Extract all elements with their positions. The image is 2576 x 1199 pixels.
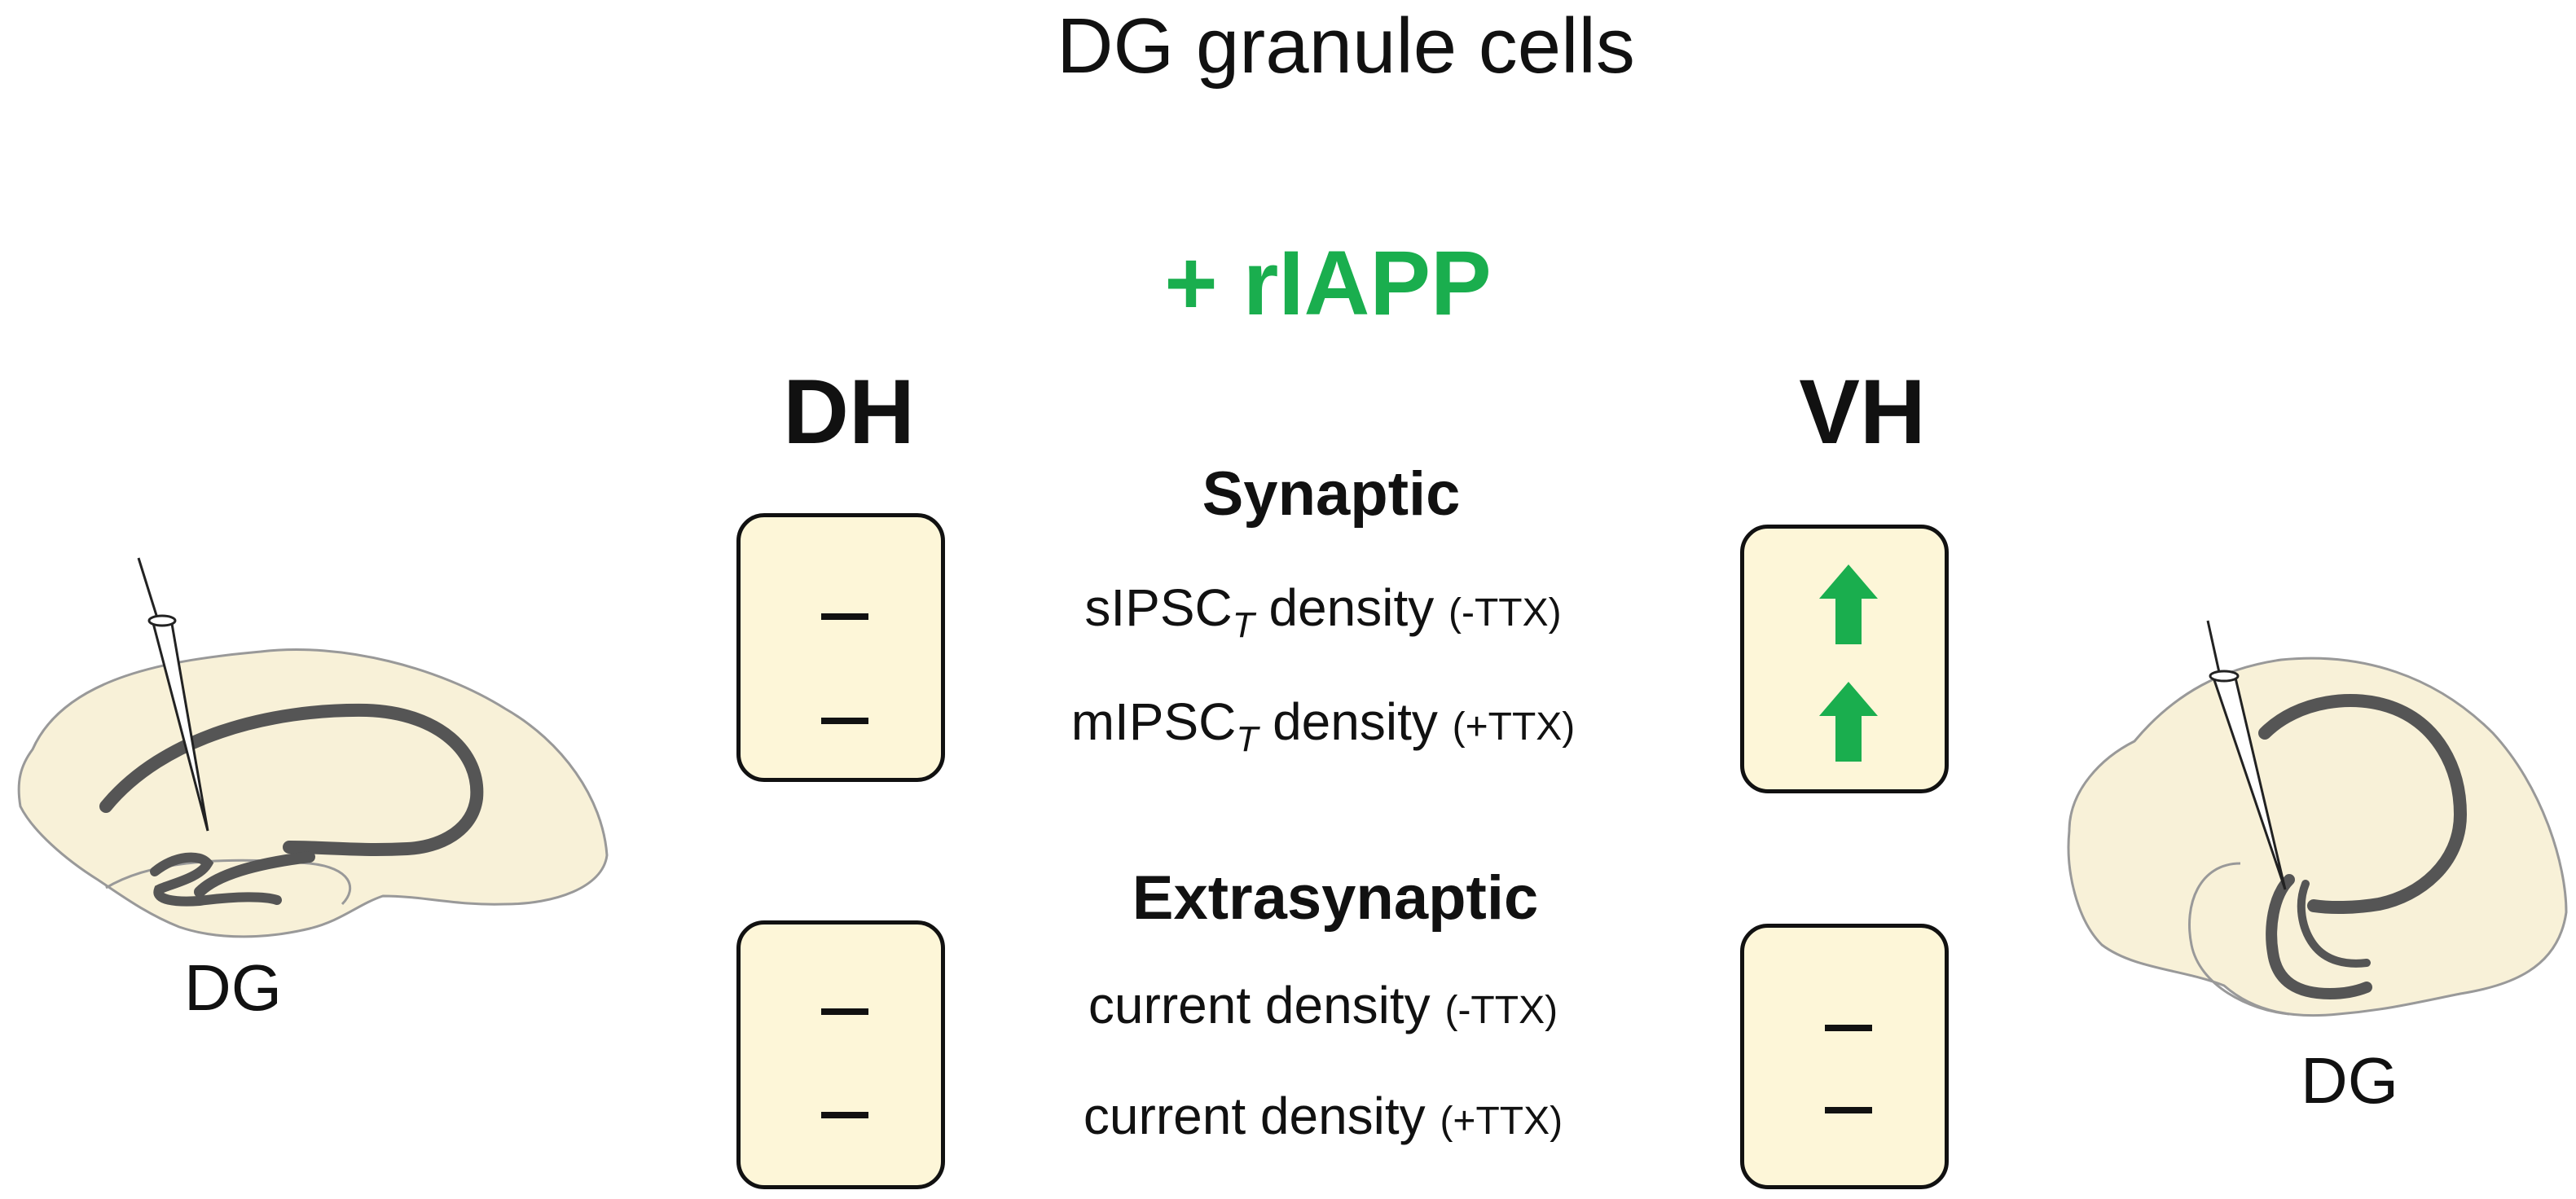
dash-icon xyxy=(821,1008,868,1015)
measure-condition: (-TTX) xyxy=(1444,989,1558,1032)
dg-granule-layer-lower xyxy=(150,852,282,907)
measure-prefix: current density xyxy=(1083,1087,1440,1145)
up-arrow-icon xyxy=(1819,682,1878,762)
dg-label-right: DG xyxy=(2301,1044,2398,1117)
figure-title: DG granule cells xyxy=(1057,2,1635,90)
electrode-wire xyxy=(137,557,160,624)
dorsal-hippocampus-slice-illustration xyxy=(17,557,609,938)
measure-current-density-minus-ttx: current density (-TTX) xyxy=(1088,973,1558,1043)
measure-sipsc-density: sIPSCT density (-TTX) xyxy=(1084,575,1561,646)
section-title-extrasynaptic: Extrasynaptic xyxy=(1132,863,1539,933)
region-label-dh: DH xyxy=(783,361,915,463)
dg-label-left: DG xyxy=(184,951,282,1024)
dash-icon xyxy=(821,613,868,620)
result-box-dh-synaptic xyxy=(736,513,945,782)
result-box-vh-extrasynaptic xyxy=(1740,924,1949,1189)
treatment-label: + rIAPP xyxy=(1164,232,1492,334)
dg-granule-layer-upper xyxy=(194,851,315,898)
ventral-hippocampus-slice-illustration xyxy=(2067,620,2568,1017)
dash-icon xyxy=(821,1112,868,1118)
measure-prefix: sIPSC xyxy=(1084,578,1233,637)
up-arrow-icon xyxy=(1819,564,1878,644)
ca-pyramidal-layer xyxy=(99,703,484,856)
region-label-vh: VH xyxy=(1799,361,1926,463)
measure-subscript: T xyxy=(1236,719,1259,759)
slice-outline xyxy=(17,648,609,938)
dash-icon xyxy=(1825,1107,1872,1113)
measure-condition: (-TTX) xyxy=(1448,591,1562,635)
dg-granule-layer xyxy=(2266,874,2372,1000)
measure-name: density xyxy=(1258,692,1453,751)
measure-mipsc-density: mIPSCT density (+TTX) xyxy=(1071,689,1576,760)
dash-icon xyxy=(1825,1025,1872,1031)
measure-condition: (+TTX) xyxy=(1440,1100,1563,1143)
result-box-dh-extrasynaptic xyxy=(736,920,945,1189)
measure-name: density xyxy=(1254,578,1448,637)
measure-prefix: current density xyxy=(1088,976,1445,1034)
measure-subscript: T xyxy=(1232,605,1255,645)
measure-current-density-plus-ttx: current density (+TTX) xyxy=(1084,1083,1563,1154)
electrode-wire xyxy=(2206,620,2222,677)
measure-prefix: mIPSC xyxy=(1070,692,1237,751)
slice-outline xyxy=(2067,657,2568,1017)
dash-icon xyxy=(821,718,868,724)
section-title-synaptic: Synaptic xyxy=(1202,459,1461,529)
result-box-vh-synaptic xyxy=(1740,525,1949,793)
measure-condition: (+TTX) xyxy=(1452,705,1576,749)
ca-pyramidal-layer xyxy=(2258,694,2468,915)
